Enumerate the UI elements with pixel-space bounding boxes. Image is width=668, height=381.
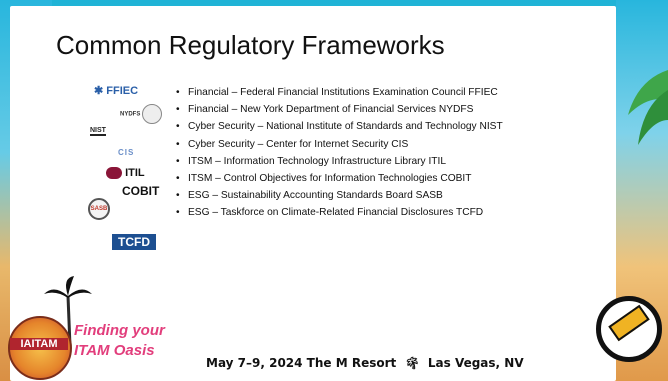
cobit-logo: COBIT (122, 184, 160, 198)
tcfd-logo: TCFD (112, 234, 156, 250)
tagline-line2: ITAM Oasis (74, 342, 155, 359)
ffiec-logo: ✱ FFIEC (94, 85, 139, 97)
list-item: Cyber Security – Center for Internet Sec… (176, 136, 503, 153)
iaitam-badge-label: IAITAM (10, 338, 68, 350)
nydfs-logo: NYDFS (120, 104, 163, 124)
list-item: Financial – New York Department of Finan… (176, 101, 503, 118)
compass-icon (596, 296, 662, 362)
palm-leaves-icon (628, 70, 668, 145)
list-item: Cyber Security – National Institute of S… (176, 118, 503, 135)
list-item: Financial – Federal Financial Institutio… (176, 84, 503, 101)
sasb-logo: SASB (88, 198, 110, 220)
event-location: Las Vegas, NV (427, 356, 524, 370)
event-dates: May 7–9, 2024 The M Resort (206, 356, 397, 370)
cis-logo: CIS (118, 148, 135, 157)
palm-small-icon: 🌴︎ (404, 356, 420, 370)
tagline-line1: Finding your (74, 322, 165, 339)
itil-logo: ITIL (106, 167, 145, 180)
event-footer: May 7–9, 2024 The M Resort 🌴︎ Las Vegas,… (206, 356, 524, 370)
list-item: ITSM – Control Objectives for Informatio… (176, 170, 503, 187)
list-item: ESG – Sustainability Accounting Standard… (176, 187, 503, 204)
nist-logo: NIST (90, 127, 106, 136)
star-icon: ✱ (94, 85, 104, 97)
itil-mark-icon (106, 167, 122, 180)
seal-icon (142, 104, 163, 124)
list-item: ITSM – Information Technology Infrastruc… (176, 153, 503, 170)
page-title: Common Regulatory Frameworks (56, 30, 445, 60)
framework-list: Financial – Federal Financial Institutio… (176, 84, 503, 222)
list-item: ESG – Taskforce on Climate-Related Finan… (176, 204, 503, 221)
